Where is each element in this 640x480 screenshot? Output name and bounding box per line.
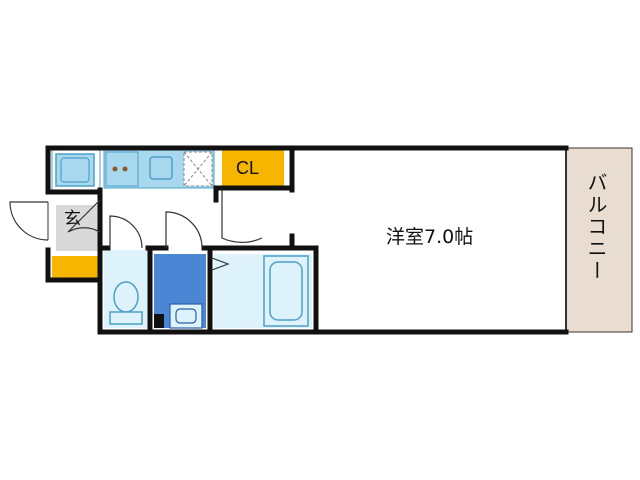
western-room — [294, 148, 562, 332]
closet — [222, 150, 284, 186]
shoe-cabinet — [52, 256, 98, 278]
kitchen-sink — [149, 156, 173, 180]
burner-icon — [112, 166, 118, 172]
bath-door — [211, 257, 230, 271]
burner-icon — [122, 166, 128, 172]
toilet-bowl — [113, 281, 139, 313]
closet-label: CL — [236, 158, 260, 178]
entrance-door — [9, 201, 49, 241]
entrance-label: 玄 — [64, 209, 81, 229]
room-label: 洋室7.0帖 — [386, 226, 474, 248]
entry-door-swing — [67, 199, 101, 233]
washroom-door — [165, 211, 203, 249]
balcony-area — [565, 147, 633, 333]
room-door — [221, 190, 263, 243]
toilet-tank — [109, 311, 143, 325]
stove — [105, 151, 139, 187]
balcony-label: バルコニー — [584, 172, 608, 282]
drain — [154, 314, 164, 328]
toilet-door — [109, 215, 143, 249]
